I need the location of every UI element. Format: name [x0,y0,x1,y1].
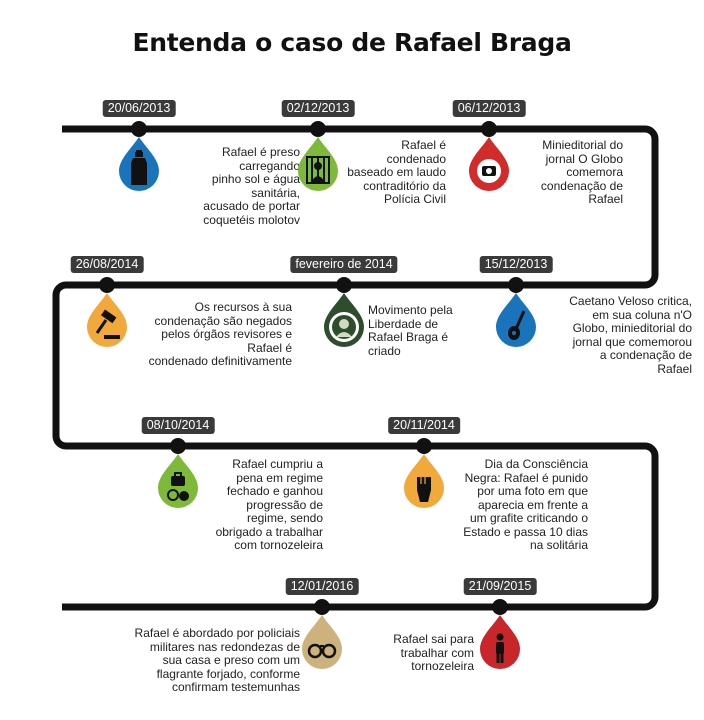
raised-fist-icon [402,452,446,508]
timeline-dot [170,438,186,454]
event-description: Minieditorial do jornal O Globo comemora… [540,138,623,206]
timeline-dot [508,277,524,293]
bottle-icon [117,135,161,191]
ankle-monitor-icon [156,452,200,508]
event-date-label: 15/12/2013 [479,256,553,273]
event-description: Dia da Consciência Negra: Rafael é punid… [463,457,588,552]
timeline-dot [336,277,352,293]
event-date-label: fevereiro de 2014 [290,256,398,273]
event-description: Rafael é condenado baseado em laudo cont… [347,138,446,206]
event-date-label: 12/01/2016 [285,578,359,595]
guitar-icon [494,291,538,347]
handcuffs-icon [300,613,344,669]
event-description: Rafael é abordado por policiais militare… [134,626,300,694]
event-description: Movimento pela Liberdade de Rafael Braga… [368,303,453,358]
event-description: Rafael cumpriu a pena em regime fechado … [215,457,323,552]
timeline-dot [310,121,326,137]
event-date-label: 06/12/2013 [452,100,526,117]
event-description: Rafael sai para trabalhar com tornozelei… [393,632,474,673]
timeline-dot [481,121,497,137]
event-date-label: 02/12/2013 [281,100,355,117]
jail-icon [296,135,340,191]
timeline-dot [492,599,508,615]
event-date-label: 08/10/2014 [141,417,215,434]
event-date-label: 20/06/2013 [102,100,176,117]
timeline-dot [131,121,147,137]
event-date-label: 26/08/2014 [70,256,144,273]
globo-tv-icon [467,135,511,191]
timeline-dot [99,277,115,293]
event-description: Rafael é preso carregando pinho sol e ág… [203,145,300,227]
gavel-icon [85,291,129,347]
timeline-dot [314,599,330,615]
event-date-label: 20/11/2014 [388,417,460,434]
event-description: Os recursos à sua condenação são negados… [148,300,292,368]
timeline-dot [416,438,432,454]
event-description: Caetano Veloso critica, em sua coluna n'… [569,294,692,376]
page-title: Entenda o caso de Rafael Braga [132,28,572,57]
movement-seal-icon [322,291,366,347]
event-date-label: 21/09/2015 [463,578,537,595]
person-icon [478,613,522,669]
